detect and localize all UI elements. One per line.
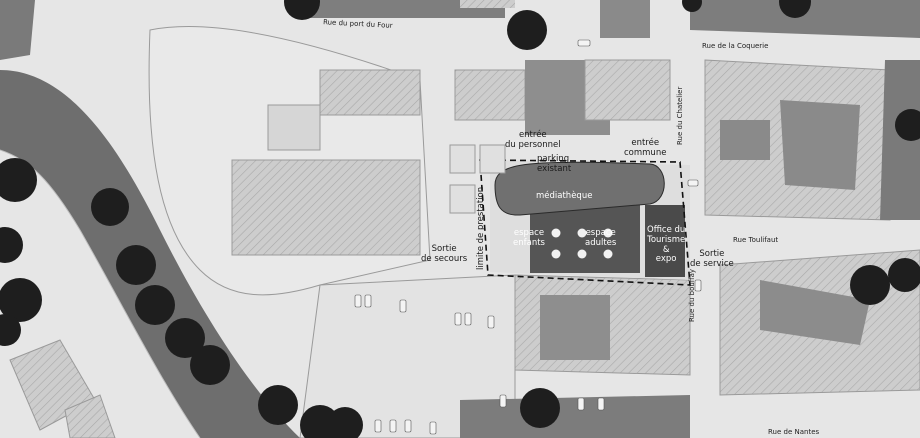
label-sortie-service: Sortie de service — [690, 249, 734, 269]
hatched-building-north — [319, 69, 421, 116]
parked-cars — [354, 39, 702, 435]
building-top-2 — [600, 0, 650, 38]
building-south-1 — [540, 295, 610, 360]
tree-marker — [577, 228, 587, 238]
label-sortie-secours: Sortie de secours — [421, 244, 468, 264]
building-right-2 — [720, 120, 770, 160]
building-top-right — [690, 0, 920, 38]
tree-marker — [577, 249, 587, 259]
tree-marker — [551, 228, 561, 238]
courtyard-1 — [449, 144, 476, 174]
project-office-tourisme — [645, 205, 685, 277]
label-entree-commune: entrée commune — [624, 138, 667, 158]
terrace-steps — [267, 104, 321, 151]
hatched-north-1 — [454, 69, 526, 121]
street-label-bouffay: Rue du bouffay — [688, 268, 696, 322]
tree-marker — [551, 249, 561, 259]
room-label-espace-enfants: espace enfants — [513, 228, 545, 248]
street-label-coquerie: Rue de la Coquerie — [702, 42, 769, 50]
room-label-mediatheque: médiathèque — [536, 191, 593, 201]
street-label-toulifaut: Rue Toulifaut — [733, 236, 779, 244]
street-label-chatelier: Rue du Chatelier — [676, 86, 684, 145]
hatched-bottom-left-2 — [64, 394, 116, 438]
hatched-top-1 — [460, 0, 515, 8]
room-label-office-tourisme: Office du Tourisme & expo — [647, 225, 686, 265]
room-label-espace-adultes: espace adultes — [585, 228, 617, 248]
hatched-north-2 — [584, 59, 671, 121]
courtyard-2 — [479, 144, 506, 174]
street-label-nantes: Rue de Nantes — [768, 428, 820, 436]
hatched-building-centre — [231, 159, 421, 256]
building-right-1 — [780, 100, 860, 190]
building-far-right — [880, 60, 920, 220]
label-entree-personnel: entrée du personnel — [505, 130, 561, 150]
tree-marker — [603, 249, 613, 259]
building-bottom — [460, 395, 690, 438]
courtyard-3 — [449, 184, 476, 214]
building-top-left — [0, 0, 35, 60]
building-top-1 — [300, 0, 505, 18]
label-limite-prestation: limite de prestation — [476, 186, 486, 270]
project-reading-hall — [530, 205, 640, 273]
building-lower-right — [760, 280, 870, 345]
project-boundary — [479, 159, 691, 286]
project-mediatheque-wing — [494, 161, 665, 216]
tree-marker — [603, 228, 613, 238]
label-parking-existant: parking existant — [537, 154, 572, 174]
